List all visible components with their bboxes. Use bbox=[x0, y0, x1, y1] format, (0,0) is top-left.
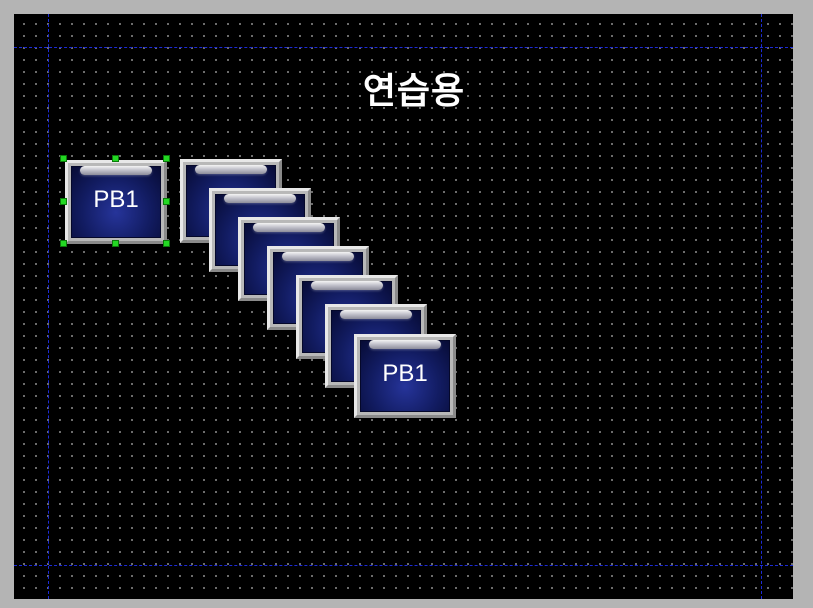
guide-line-top bbox=[14, 47, 793, 48]
push-button-pb1-selected[interactable]: PB1 bbox=[65, 160, 167, 244]
resize-handle-nw[interactable] bbox=[60, 155, 67, 162]
lamp-highlight-icon bbox=[194, 165, 268, 174]
push-button-label: PB1 bbox=[93, 186, 139, 213]
resize-handle-e[interactable] bbox=[163, 198, 170, 205]
push-button-pb1-front[interactable]: PB1 bbox=[354, 334, 456, 418]
lamp-highlight-icon bbox=[79, 166, 153, 175]
resize-handle-n[interactable] bbox=[112, 155, 119, 162]
push-button-label: PB1 bbox=[382, 360, 428, 387]
screen-title[interactable]: 연습용 bbox=[362, 71, 466, 112]
guide-line-left bbox=[48, 14, 49, 599]
resize-handle-w[interactable] bbox=[60, 198, 67, 205]
lamp-highlight-icon bbox=[223, 194, 297, 203]
lamp-highlight-icon bbox=[281, 252, 355, 261]
guide-line-right bbox=[761, 14, 762, 599]
design-canvas[interactable]: 연습용 PB1 bbox=[14, 14, 793, 599]
resize-handle-s[interactable] bbox=[112, 240, 119, 247]
lamp-highlight-icon bbox=[368, 340, 442, 349]
resize-handle-sw[interactable] bbox=[60, 240, 67, 247]
lamp-highlight-icon bbox=[310, 281, 384, 290]
lamp-highlight-icon bbox=[252, 223, 326, 232]
resize-handle-se[interactable] bbox=[163, 240, 170, 247]
lamp-highlight-icon bbox=[339, 310, 413, 319]
guide-line-bottom bbox=[14, 565, 793, 566]
resize-handle-ne[interactable] bbox=[163, 155, 170, 162]
push-button-face bbox=[360, 340, 450, 412]
